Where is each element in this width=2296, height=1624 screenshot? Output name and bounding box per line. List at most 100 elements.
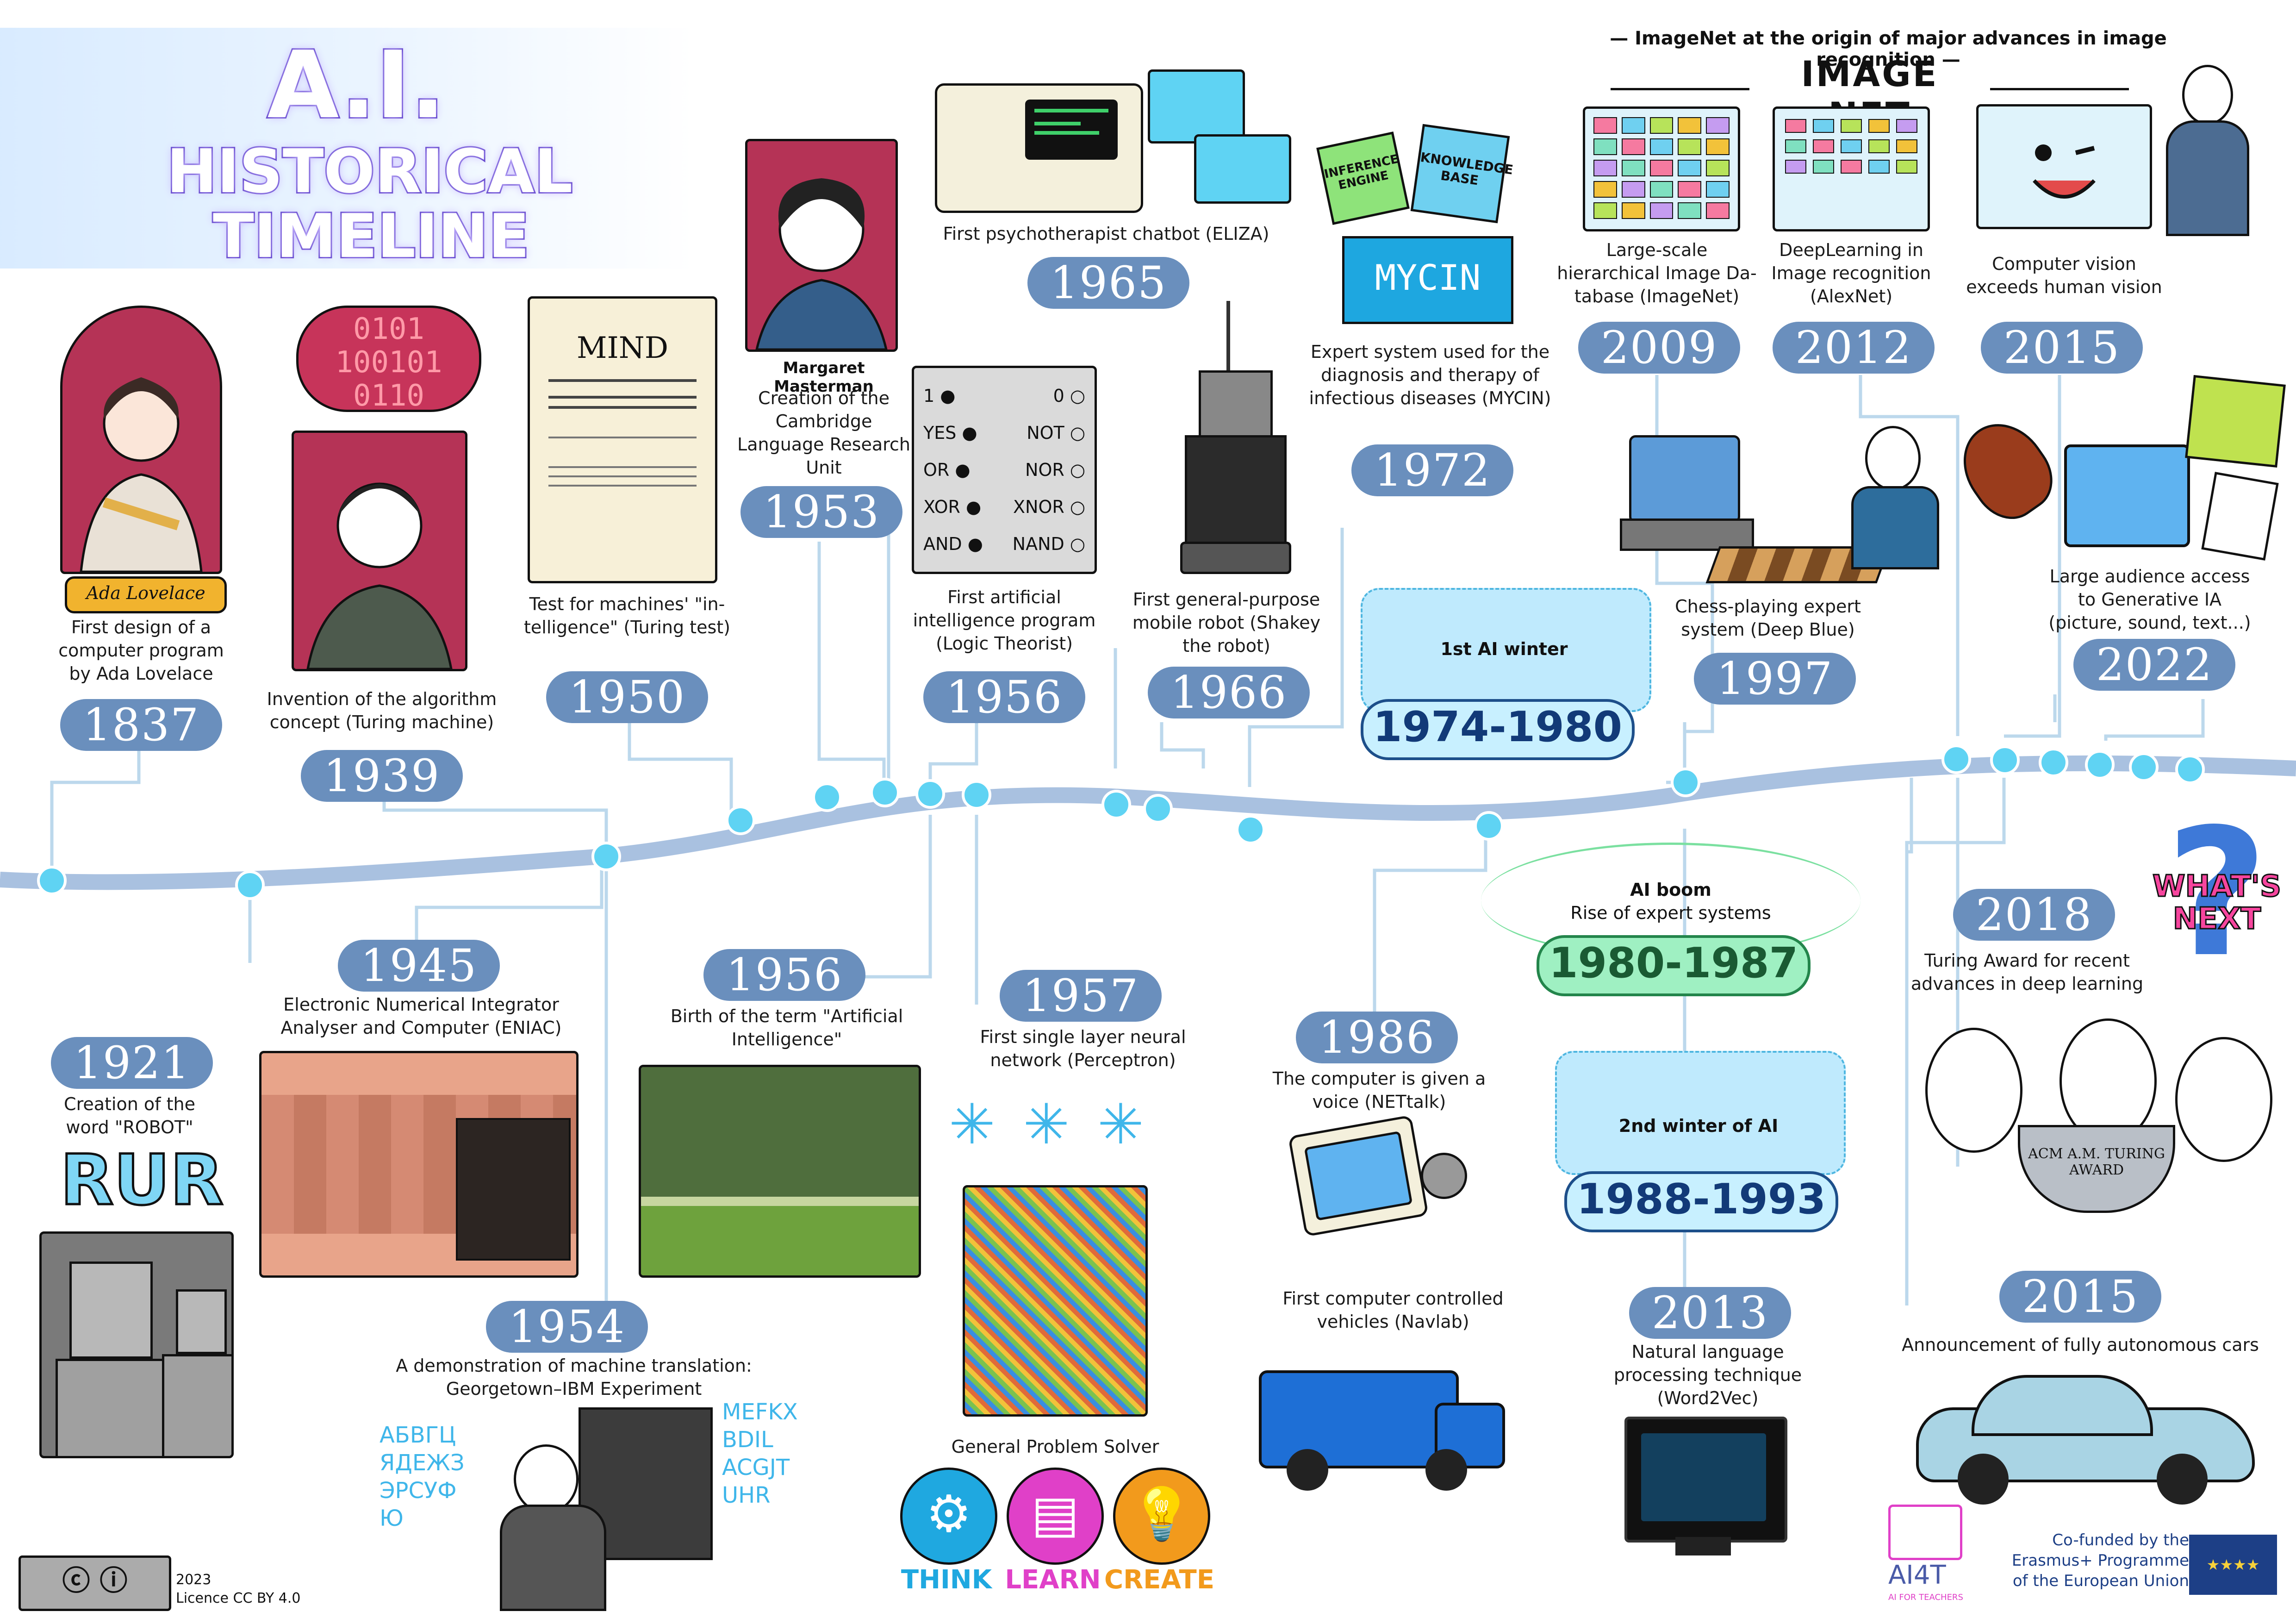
whats-next-question-icon: ? xyxy=(2165,791,2268,996)
image-tile xyxy=(1649,202,1674,219)
dot-2015[interactable] xyxy=(2085,750,2115,780)
whats-next-label: WHAT'S NEXT xyxy=(2152,869,2282,936)
year-1837[interactable]: 1837 xyxy=(60,699,222,751)
year-1939[interactable]: 1939 xyxy=(301,750,463,802)
year-1997[interactable]: 1997 xyxy=(1694,653,1856,705)
logic-gate-row: AND ● NAND ○ xyxy=(923,525,1085,562)
title-line2: HISTORICAL xyxy=(165,136,574,206)
caption-1950: Test for machines' "in-telligence" (Turi… xyxy=(524,594,730,637)
year-2009[interactable]: 2009 xyxy=(1578,322,1740,374)
image-tile xyxy=(1678,117,1702,134)
dot-1950[interactable] xyxy=(726,806,755,835)
caption-1997: Chess-playing expert system (Deep Blue) xyxy=(1675,596,1861,640)
year-1953[interactable]: 1953 xyxy=(740,486,902,538)
image-tile xyxy=(1621,138,1645,155)
neuron-icons: ✳✳✳ xyxy=(949,1093,1172,1157)
navlab-caption: First computer controlled vehicles (Navl… xyxy=(1282,1288,1504,1332)
think-icon[interactable]: ⚙ xyxy=(900,1468,997,1565)
image-tile xyxy=(1706,117,1730,134)
ai-boom-label: AI boom xyxy=(1630,880,1711,900)
year-2013[interactable]: 2013 xyxy=(1629,1287,1791,1339)
year-1954[interactable]: 1954 xyxy=(486,1301,648,1353)
dot-2013[interactable] xyxy=(2039,748,2068,777)
year-1986[interactable]: 1986 xyxy=(1296,1012,1458,1063)
mycin-box: MYCIN xyxy=(1342,236,1513,324)
dot-2012[interactable] xyxy=(1990,745,2020,775)
chess-player xyxy=(1851,426,1939,569)
gps-caption: General Problem Solver xyxy=(951,1437,1159,1457)
dot-2009[interactable] xyxy=(1941,744,1971,774)
logic-gate-right: NAND ○ xyxy=(1012,534,1085,554)
acm-trophy: ACM A.M. TURING AWARD xyxy=(2018,1125,2175,1213)
ada-name-tag: Ada Lovelace xyxy=(65,576,227,613)
logic-gate-right: NOR ○ xyxy=(1025,460,1085,480)
masterman-name: Margaret Masterman xyxy=(774,359,874,396)
dot-1837[interactable] xyxy=(37,866,67,895)
footer-year: 2023 xyxy=(176,1572,212,1588)
year-2015b[interactable]: 2015 xyxy=(1999,1271,2161,1323)
logic-gate-left: YES ● xyxy=(923,423,977,443)
caption-2015a: Computer vision exceeds human vision xyxy=(1966,254,2162,297)
year-1972[interactable]: 1972 xyxy=(1351,444,1513,496)
dot-1956a[interactable] xyxy=(915,779,945,809)
alexnet-grid xyxy=(1773,106,1930,231)
year-2018[interactable]: 2018 xyxy=(1953,889,2115,941)
image-tile xyxy=(1896,139,1917,153)
year-1921[interactable]: 1921 xyxy=(51,1037,213,1089)
year-1956a[interactable]: 1956 xyxy=(923,671,1085,723)
image-tile xyxy=(1785,139,1806,153)
dot-1954[interactable] xyxy=(870,778,900,807)
caption-2009: Large-scale hierarchical Image Da-tabase… xyxy=(1557,240,1757,306)
year-1965[interactable]: 1965 xyxy=(1027,257,1189,309)
image-tile xyxy=(1868,119,1890,133)
rur-logo: RUR xyxy=(59,1140,225,1221)
dot-1945[interactable] xyxy=(591,842,621,871)
word2vec-monitor xyxy=(1624,1417,1787,1543)
dot-2018[interactable] xyxy=(2129,752,2159,782)
caption-1956b: Birth of the term "Artificial Intelligen… xyxy=(670,1006,903,1049)
ai-winter-1-years[interactable]: 1974-1980 xyxy=(1361,699,1635,760)
caption-2018: Turing Award for recent advances in deep… xyxy=(1910,950,2144,994)
caption-2022: Large audience access to Generative IA (… xyxy=(2048,566,2251,633)
learn-icon[interactable]: ▤ xyxy=(1007,1468,1104,1565)
dot-1997[interactable] xyxy=(1671,768,1700,797)
caption-2015b: Announcement of fully autonomous cars xyxy=(1902,1335,2259,1355)
dot-1972[interactable] xyxy=(1236,815,1265,844)
logic-gate-right: 0 ○ xyxy=(1053,386,1085,406)
caption-1972: Expert system used for the diagnosis and… xyxy=(1309,342,1551,408)
logic-gate-left: AND ● xyxy=(923,534,983,554)
word2vec-stand xyxy=(1675,1537,1731,1555)
image-tile xyxy=(1841,119,1862,133)
dot-1921[interactable] xyxy=(235,870,265,900)
cc-by-badge[interactable]: ⓒ ⓘ xyxy=(19,1555,171,1611)
image-tile xyxy=(1706,160,1730,176)
logic-gate-left: XOR ● xyxy=(923,497,982,517)
image-tile xyxy=(1621,181,1645,198)
year-1957[interactable]: 1957 xyxy=(1000,970,1162,1022)
year-1950[interactable]: 1950 xyxy=(546,671,708,723)
logic-gate-left: 1 ● xyxy=(923,386,956,406)
dot-1986[interactable] xyxy=(1474,811,1504,841)
mind-journal-title: MIND xyxy=(576,331,669,365)
ibm-operator-machine xyxy=(500,1407,717,1611)
human-observer xyxy=(2166,65,2249,236)
year-2015a[interactable]: 2015 xyxy=(1981,322,2143,374)
dot-2022[interactable] xyxy=(2175,755,2205,784)
create-icon[interactable]: 💡 xyxy=(1113,1468,1210,1565)
ai-winter-2-years[interactable]: 1988-1993 xyxy=(1564,1171,1838,1232)
year-1966[interactable]: 1966 xyxy=(1148,667,1310,718)
image-tile xyxy=(1621,160,1645,176)
cat-picture-icon xyxy=(2185,375,2286,468)
year-2022[interactable]: 2022 xyxy=(2073,639,2235,691)
image-tile xyxy=(1868,160,1890,174)
year-2012[interactable]: 2012 xyxy=(1773,322,1935,374)
dot-1956b[interactable] xyxy=(962,780,991,810)
dot-1965[interactable] xyxy=(1101,790,1131,819)
year-1945[interactable]: 1945 xyxy=(338,940,500,992)
dot-1966[interactable] xyxy=(1143,794,1173,824)
title-glow xyxy=(0,28,694,269)
ai-boom-years[interactable]: 1980-1987 xyxy=(1537,935,1811,996)
year-1956b[interactable]: 1956 xyxy=(703,949,865,1001)
dot-1953[interactable] xyxy=(812,782,842,812)
